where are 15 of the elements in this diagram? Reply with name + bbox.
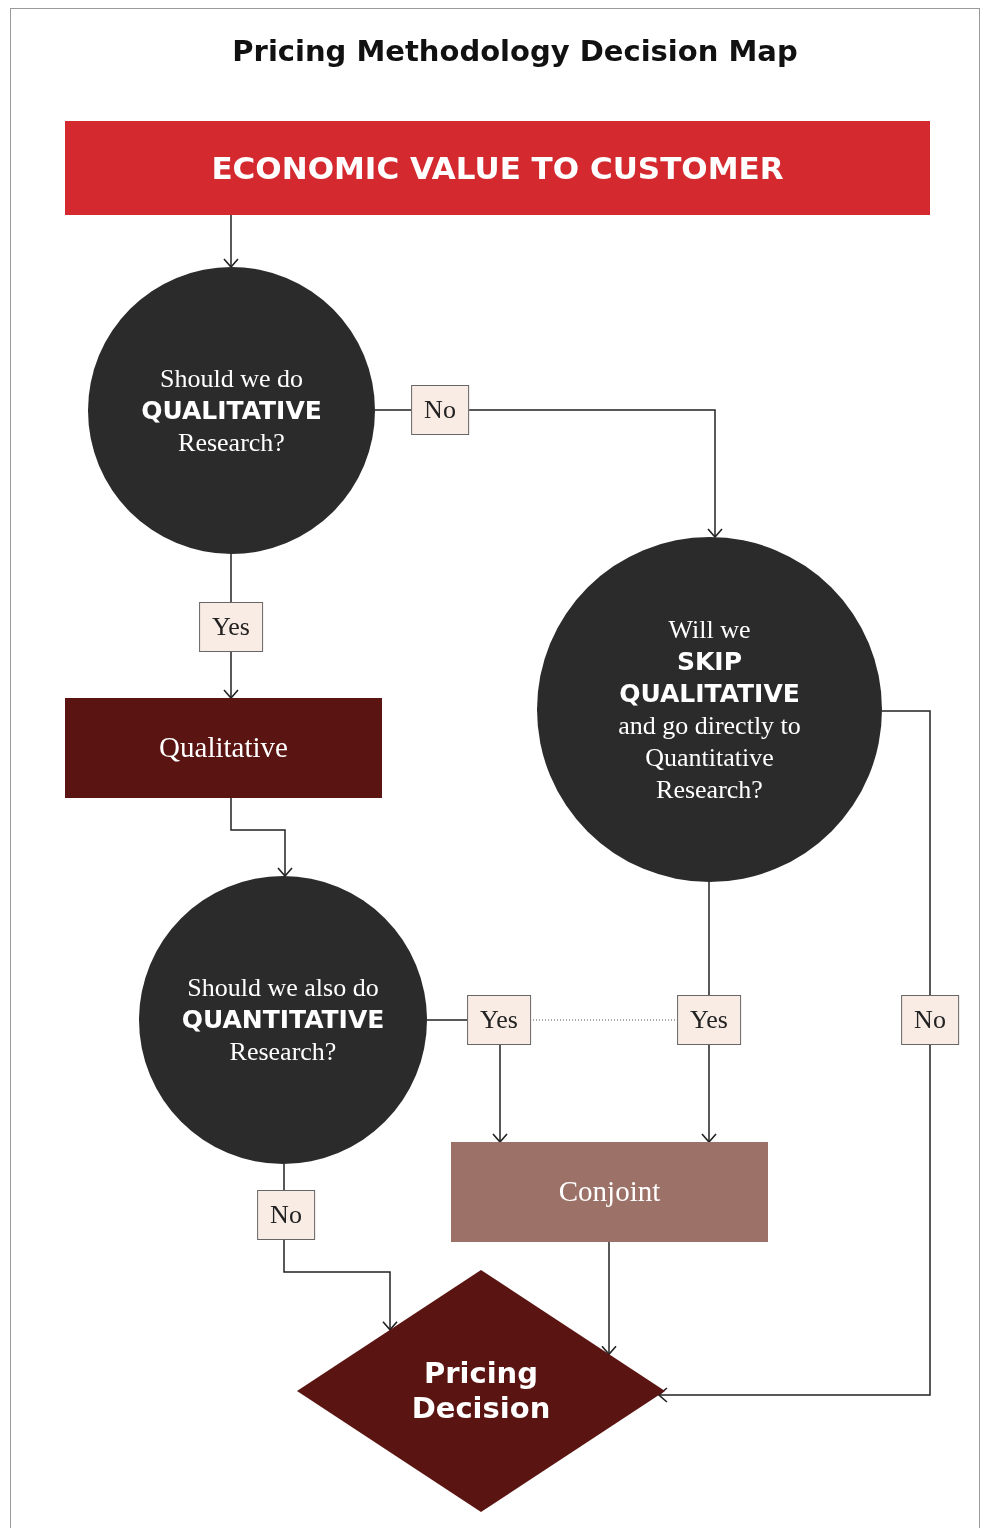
arrow bbox=[601, 1241, 617, 1355]
edge-label: Yes bbox=[467, 995, 531, 1045]
edge-label: Yes bbox=[677, 995, 741, 1045]
method-box: Conjoint bbox=[451, 1142, 768, 1242]
edge-label: Yes bbox=[199, 602, 263, 652]
arrow bbox=[230, 797, 293, 877]
header-bar: ECONOMIC VALUE TO CUSTOMER bbox=[65, 121, 930, 215]
diagram-title: Pricing Methodology Decision Map bbox=[231, 33, 799, 70]
edge-label: No bbox=[411, 385, 469, 435]
arrow bbox=[658, 710, 931, 1403]
edge-label: No bbox=[257, 1190, 315, 1240]
decision-text: Pricing Decision bbox=[410, 1356, 552, 1426]
arrow bbox=[223, 214, 239, 268]
edge-label: No bbox=[901, 995, 959, 1045]
method-box: Qualitative bbox=[65, 698, 382, 798]
